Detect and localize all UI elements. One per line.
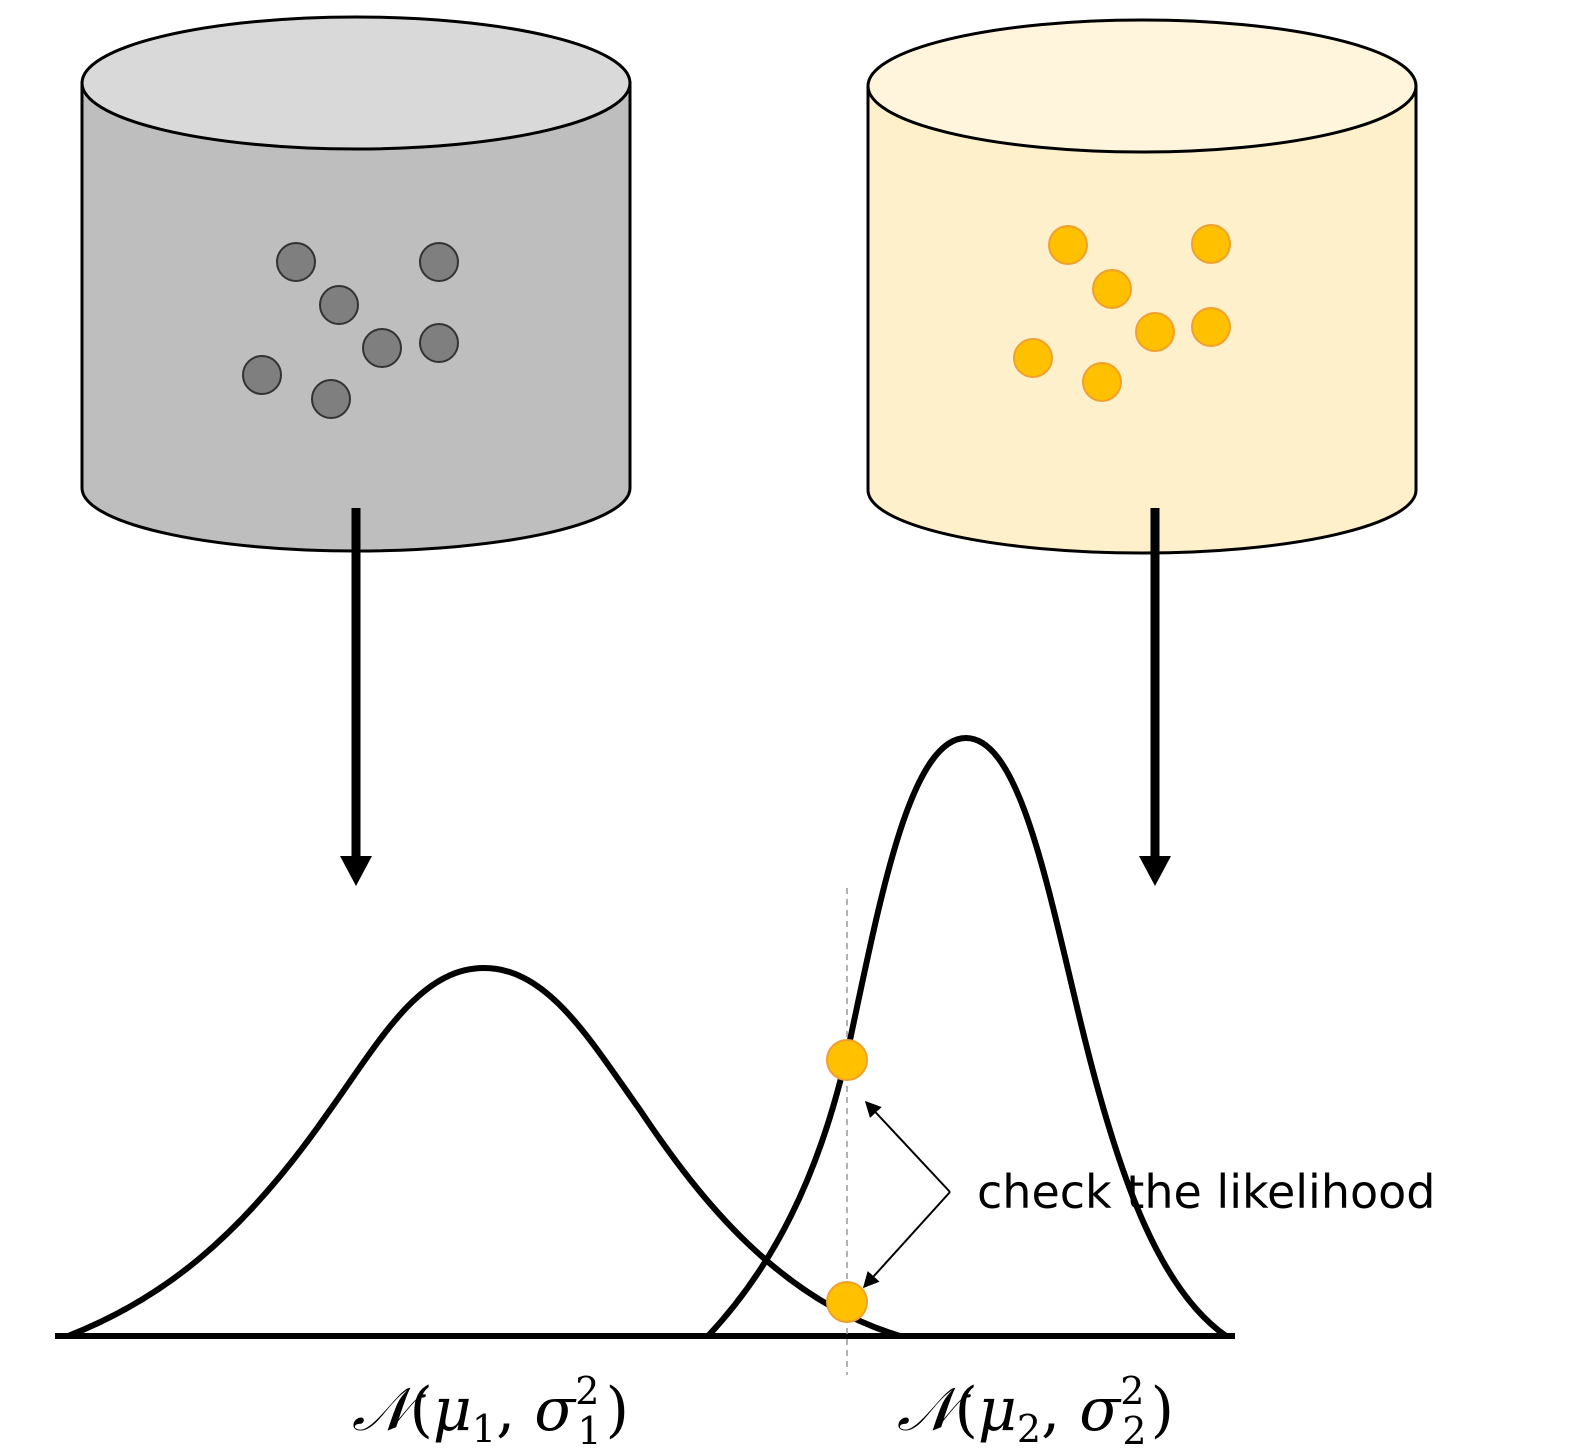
- formula-sigma-sup: 2: [1120, 1369, 1144, 1413]
- orange-dot: [1191, 224, 1231, 264]
- gray-cylinder-top: [80, 15, 632, 151]
- orange-dot: [1013, 338, 1053, 378]
- gray-dot: [276, 242, 316, 282]
- orange-dot: [1135, 312, 1175, 352]
- down-arrow-left: [340, 508, 372, 886]
- formula-sigma-sub: 2: [1122, 1409, 1146, 1451]
- likelihood-point-yellow: [826, 1039, 868, 1081]
- gray-dot: [419, 242, 459, 282]
- yellow-cylinder-top: [866, 18, 1418, 154]
- formula-close: ): [1151, 1375, 1174, 1445]
- formula-mu-sub: 1: [472, 1407, 496, 1451]
- formula-close: ): [606, 1375, 629, 1445]
- annotation-label: check the likelihood: [977, 1165, 1435, 1219]
- formula-comma: ,: [1041, 1375, 1079, 1445]
- formula-mu-sub: 2: [1017, 1407, 1041, 1451]
- annotation-arrows: [862, 1100, 951, 1289]
- formula-sigma: σ: [1079, 1375, 1122, 1445]
- yellow-cylinder-dots: [1013, 224, 1231, 402]
- formula-open: (: [954, 1375, 977, 1445]
- orange-dot: [1082, 362, 1122, 402]
- orange-dot: [1092, 269, 1132, 309]
- formula-comma: ,: [496, 1375, 534, 1445]
- likelihood-point-gray: [826, 1281, 868, 1323]
- formula-mu: μ: [978, 1375, 1017, 1445]
- down-arrow-right: [1139, 508, 1171, 886]
- formula-open: (: [409, 1375, 432, 1445]
- gray-dot: [419, 323, 459, 363]
- gray-dot: [311, 379, 351, 419]
- orange-dot: [1191, 307, 1231, 347]
- gray-dot: [242, 355, 282, 395]
- gray-dot: [319, 285, 359, 325]
- gray-distribution-curve: [66, 964, 901, 1339]
- orange-dot: [1048, 225, 1088, 265]
- gray-cylinder-dots: [242, 242, 459, 419]
- gray-cylinder-body: [80, 81, 632, 553]
- formula-sigma-sub: 1: [577, 1409, 601, 1451]
- formula-mu: μ: [433, 1375, 472, 1445]
- yellow-cylinder: [866, 18, 1418, 555]
- formula-sigma-sup: 2: [575, 1369, 599, 1413]
- formula-sigma: σ: [534, 1375, 577, 1445]
- yellow-distribution-curve: [705, 734, 1228, 1339]
- gray-dot: [362, 328, 402, 368]
- gray-cylinder: [80, 15, 632, 553]
